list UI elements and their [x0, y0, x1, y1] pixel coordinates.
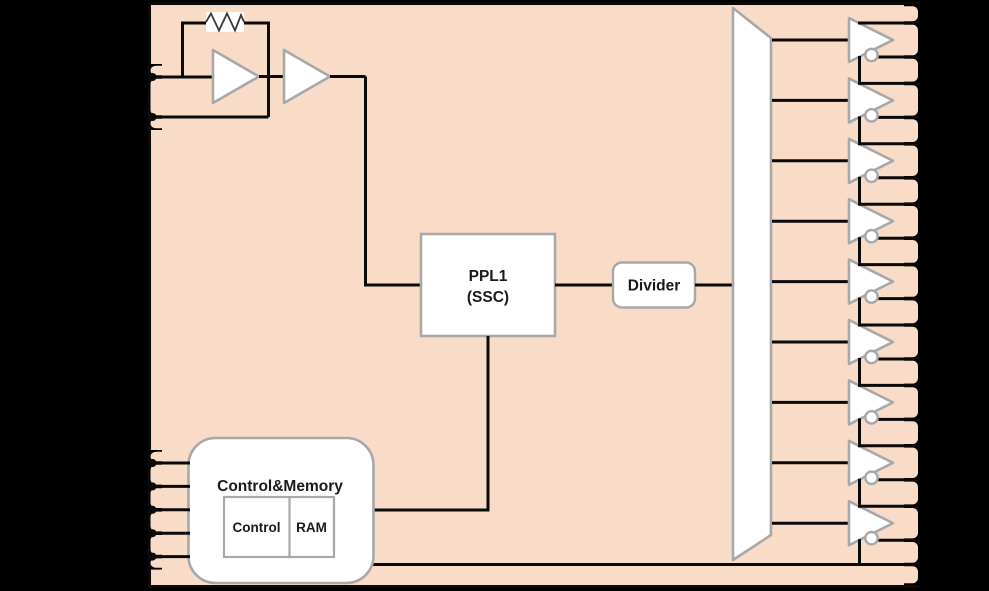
output-buffer-array [770, 16, 921, 565]
right-edge-pin-tabs [896, 4, 920, 585]
pin-tab [150, 535, 169, 555]
pin-tab [150, 464, 169, 485]
pin-tab [896, 85, 918, 116]
pin-tab [150, 78, 169, 116]
pin-tab [150, 65, 169, 76]
control-cell-label: Control [233, 520, 281, 535]
control-pin-dot [148, 459, 157, 467]
pin-tab [896, 300, 918, 324]
mux-trapezoid-icon [731, 6, 773, 562]
pin-tab [896, 145, 918, 176]
pin-tab [896, 481, 918, 505]
xin-pin-dot [148, 73, 157, 81]
pin-tab [896, 360, 918, 384]
pin-tab [896, 421, 918, 444]
pin-tab [896, 58, 918, 82]
pin-tab [150, 451, 169, 462]
control-pin-dot [148, 529, 157, 538]
resistor-zigzag-icon [205, 11, 245, 33]
pin-tab [150, 511, 169, 532]
divider-block: Divider [611, 261, 697, 309]
pin-tab [150, 558, 169, 568]
resistor-box [206, 12, 244, 32]
ram-cell-label: RAM [296, 520, 327, 535]
pin-tab [896, 566, 918, 584]
pll-to-control-route [373, 336, 490, 512]
pll-block: PPL1 (SSC) [419, 232, 557, 338]
pin-tab [150, 488, 169, 508]
pin-tab [896, 387, 918, 418]
pin-tab [896, 508, 918, 539]
pin-tab [896, 179, 918, 203]
pin-tab [896, 326, 918, 358]
divider-label: Divider [628, 278, 681, 295]
control-input-pins [148, 459, 190, 561]
pll-label-line2: (SSC) [467, 289, 509, 306]
pin-tab [896, 6, 918, 22]
pin-tab [150, 118, 169, 129]
pin-tab [896, 542, 918, 563]
pin-tab [896, 119, 918, 142]
pin-tab [896, 206, 918, 237]
xout-pin-dot [148, 113, 157, 121]
control-pin-dot [148, 482, 157, 491]
control-memory-block: Control&Memory Control RAM [187, 436, 375, 585]
osc-to-pll-route [364, 76, 421, 287]
control-memory-title: Control&Memory [217, 478, 343, 495]
buffer-amplifier-triangle-icon [282, 48, 332, 105]
xtal-oscillator-circuit [148, 11, 366, 121]
pll-box [419, 232, 557, 338]
pin-tab [896, 240, 918, 263]
xtal-amplifier-triangle-icon [211, 48, 261, 105]
pin-tab [896, 447, 918, 478]
control-ram-box [222, 495, 336, 559]
pin-tab [896, 266, 918, 297]
pin-tab [896, 24, 918, 56]
control-pin-dot [148, 505, 157, 514]
control-pin-dot [148, 552, 157, 561]
pll-label-line1: PPL1 [469, 268, 508, 285]
